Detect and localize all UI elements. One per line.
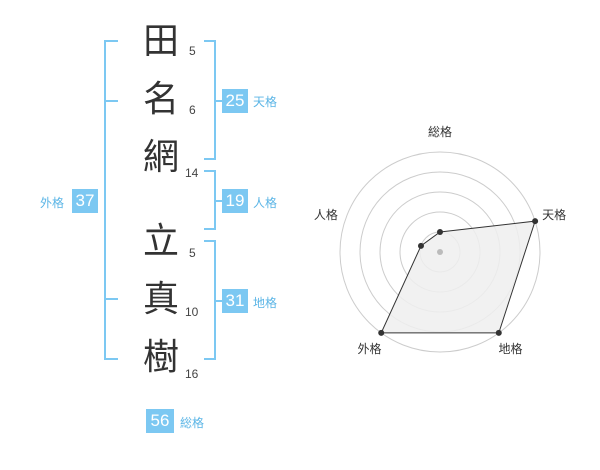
surname-strokes-2: 6 <box>189 103 196 117</box>
radar-point-4 <box>378 329 385 336</box>
radar-points <box>378 218 539 336</box>
radar-point-3 <box>495 329 502 336</box>
radar-ring-5 <box>339 151 541 353</box>
given-strokes-3: 16 <box>185 367 199 381</box>
surname-strokes-3: 14 <box>185 166 199 180</box>
chikaku-label: 地格 <box>253 296 278 310</box>
tenkaku-label: 天格 <box>253 95 278 109</box>
radar-axis-label-1: 総格 <box>428 124 452 139</box>
tenkaku-value: 25 <box>222 89 248 113</box>
given-char-2: 真 <box>142 279 179 320</box>
radar-center-dot <box>437 249 443 255</box>
jinkaku-label: 人格 <box>253 196 278 210</box>
jinkaku-value: 19 <box>222 189 248 213</box>
chikaku-value: 31 <box>222 289 248 313</box>
radar-point-2 <box>532 218 539 225</box>
given-strokes-2: 10 <box>185 305 199 319</box>
soukaku-label: 総格 <box>180 416 205 430</box>
surname-char-2: 名 <box>142 79 179 120</box>
surname-char-3: 網 <box>142 137 179 178</box>
radar-area <box>380 220 536 334</box>
given-char-1: 立 <box>142 221 179 262</box>
surname-strokes-1: 5 <box>189 44 196 58</box>
given-char-3: 樹 <box>142 337 179 378</box>
gaikaku-value: 37 <box>72 189 98 213</box>
radar-point-5 <box>417 242 424 249</box>
soukaku-value: 56 <box>146 409 174 433</box>
radar-axis-label-5: 人格 <box>314 207 338 222</box>
radar-point-1 <box>437 229 443 235</box>
radar-axis-label-4: 外格 <box>357 341 381 356</box>
given-strokes-1: 5 <box>189 246 196 260</box>
surname-char-1: 田 <box>142 21 179 62</box>
radar-axis-label-3: 地格 <box>498 341 522 356</box>
radar-axis-label-2: 天格 <box>542 207 566 222</box>
gaikaku-label: 外格 <box>40 196 65 210</box>
